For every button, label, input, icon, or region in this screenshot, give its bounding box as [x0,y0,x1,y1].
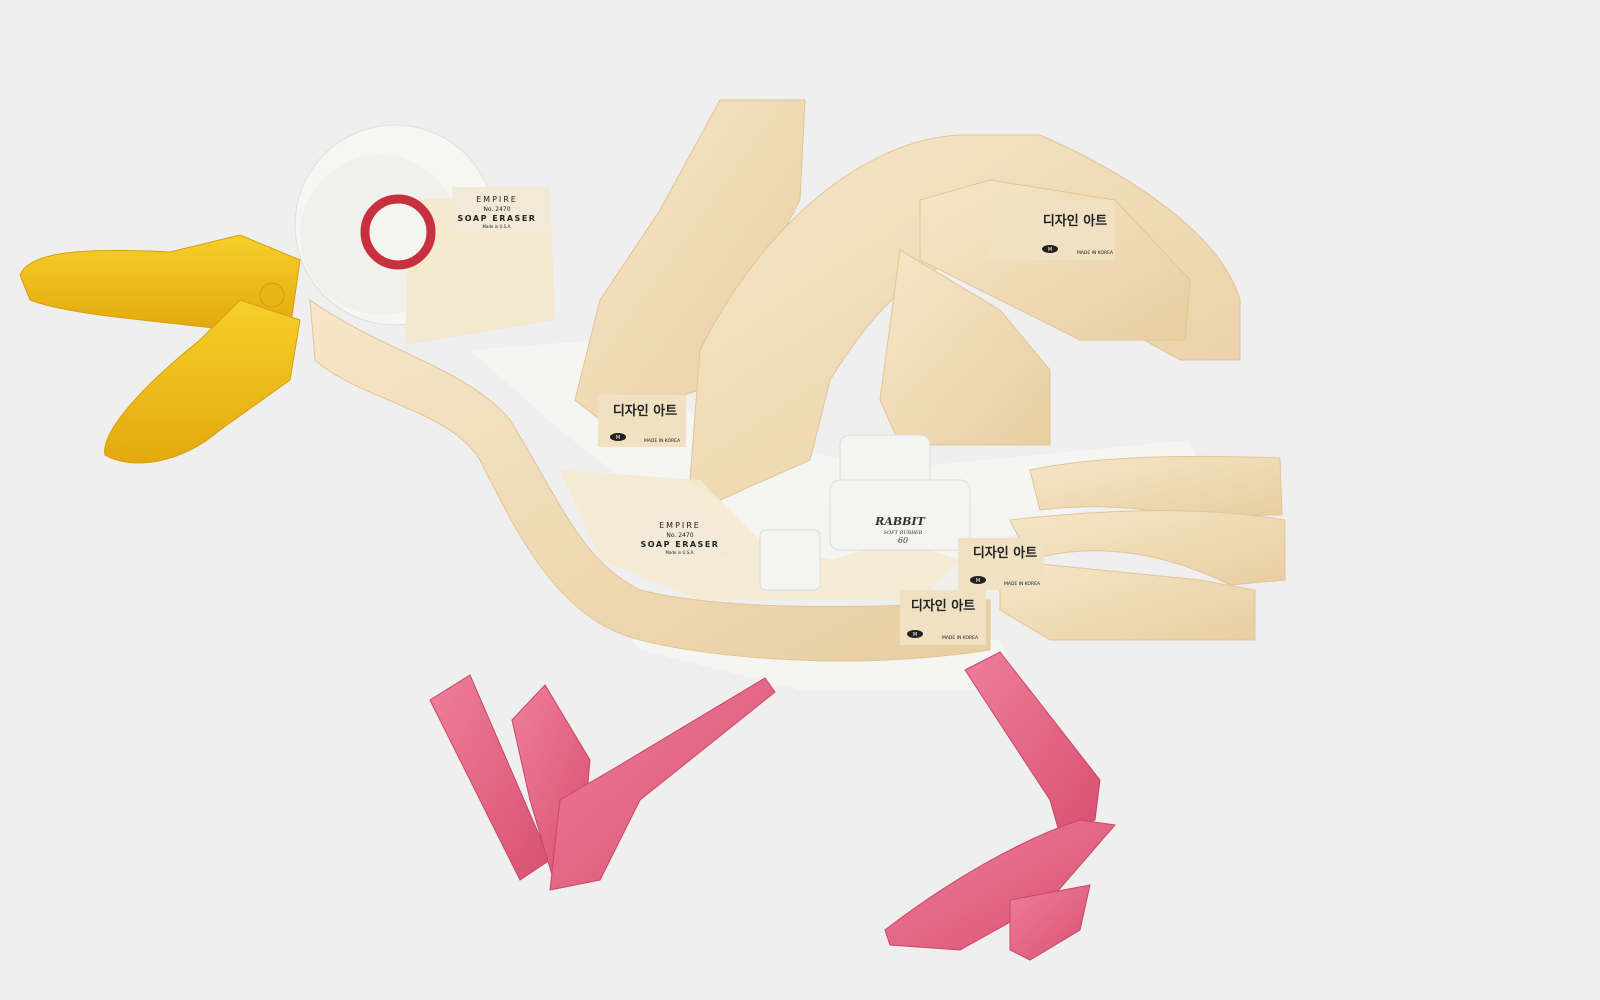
body-inner [560,470,960,600]
korean-eraser-label: 디자인 아트 M MADE IN KOREA [990,200,1115,260]
korean-logo: M [913,632,917,638]
leg-right [884,651,1116,961]
empire-eraser-label: EMPIRE No. 2470 SOAP ERASER Made in U.S.… [628,512,728,556]
rabbit-eraser-label: RABBIT SOFT RUBBER 60 [870,505,945,545]
korean-logo: M [1048,247,1052,253]
empire-origin: Made in U.S.A. [665,550,694,555]
leg-left [429,674,776,891]
korean-brand: 디자인 아트 [973,545,1037,561]
rabbit-brand: RABBIT [874,515,925,528]
korean-eraser-label: 디자인 아트 M MADE IN KOREA [598,395,686,447]
empire-eraser-label: EMPIRE No. 2470 SOAP ERASER Made in U.S.… [452,187,550,231]
korean-logo: M [616,435,620,441]
korean-origin: MADE IN KOREA [1004,581,1041,587]
head [294,124,555,345]
empire-origin: Made in U.S.A. [482,224,511,229]
rabbit-number: 60 [898,536,908,545]
korean-brand: 디자인 아트 [613,403,677,419]
empire-brand: EMPIRE [659,521,701,530]
rabbit-product: SOFT RUBBER [884,530,923,536]
korean-brand: 디자인 아트 [911,598,975,614]
beak [19,234,301,464]
korean-logo: M [976,578,980,584]
korean-origin: MADE IN KOREA [942,635,979,641]
korean-origin: MADE IN KOREA [1077,250,1114,256]
empire-product: SOAP ERASER [458,214,537,223]
korean-brand: 디자인 아트 [1043,213,1107,229]
korean-eraser-label: 디자인 아트 M MADE IN KOREA [958,538,1044,590]
empire-number: No. 2470 [666,532,693,539]
eye-icon [360,194,436,270]
korean-origin: MADE IN KOREA [644,438,681,444]
korean-eraser-label: 디자인 아트 M MADE IN KOREA [900,590,986,645]
empire-product: SOAP ERASER [641,540,720,549]
empire-number: No. 2470 [483,206,510,213]
empire-brand: EMPIRE [476,195,518,204]
